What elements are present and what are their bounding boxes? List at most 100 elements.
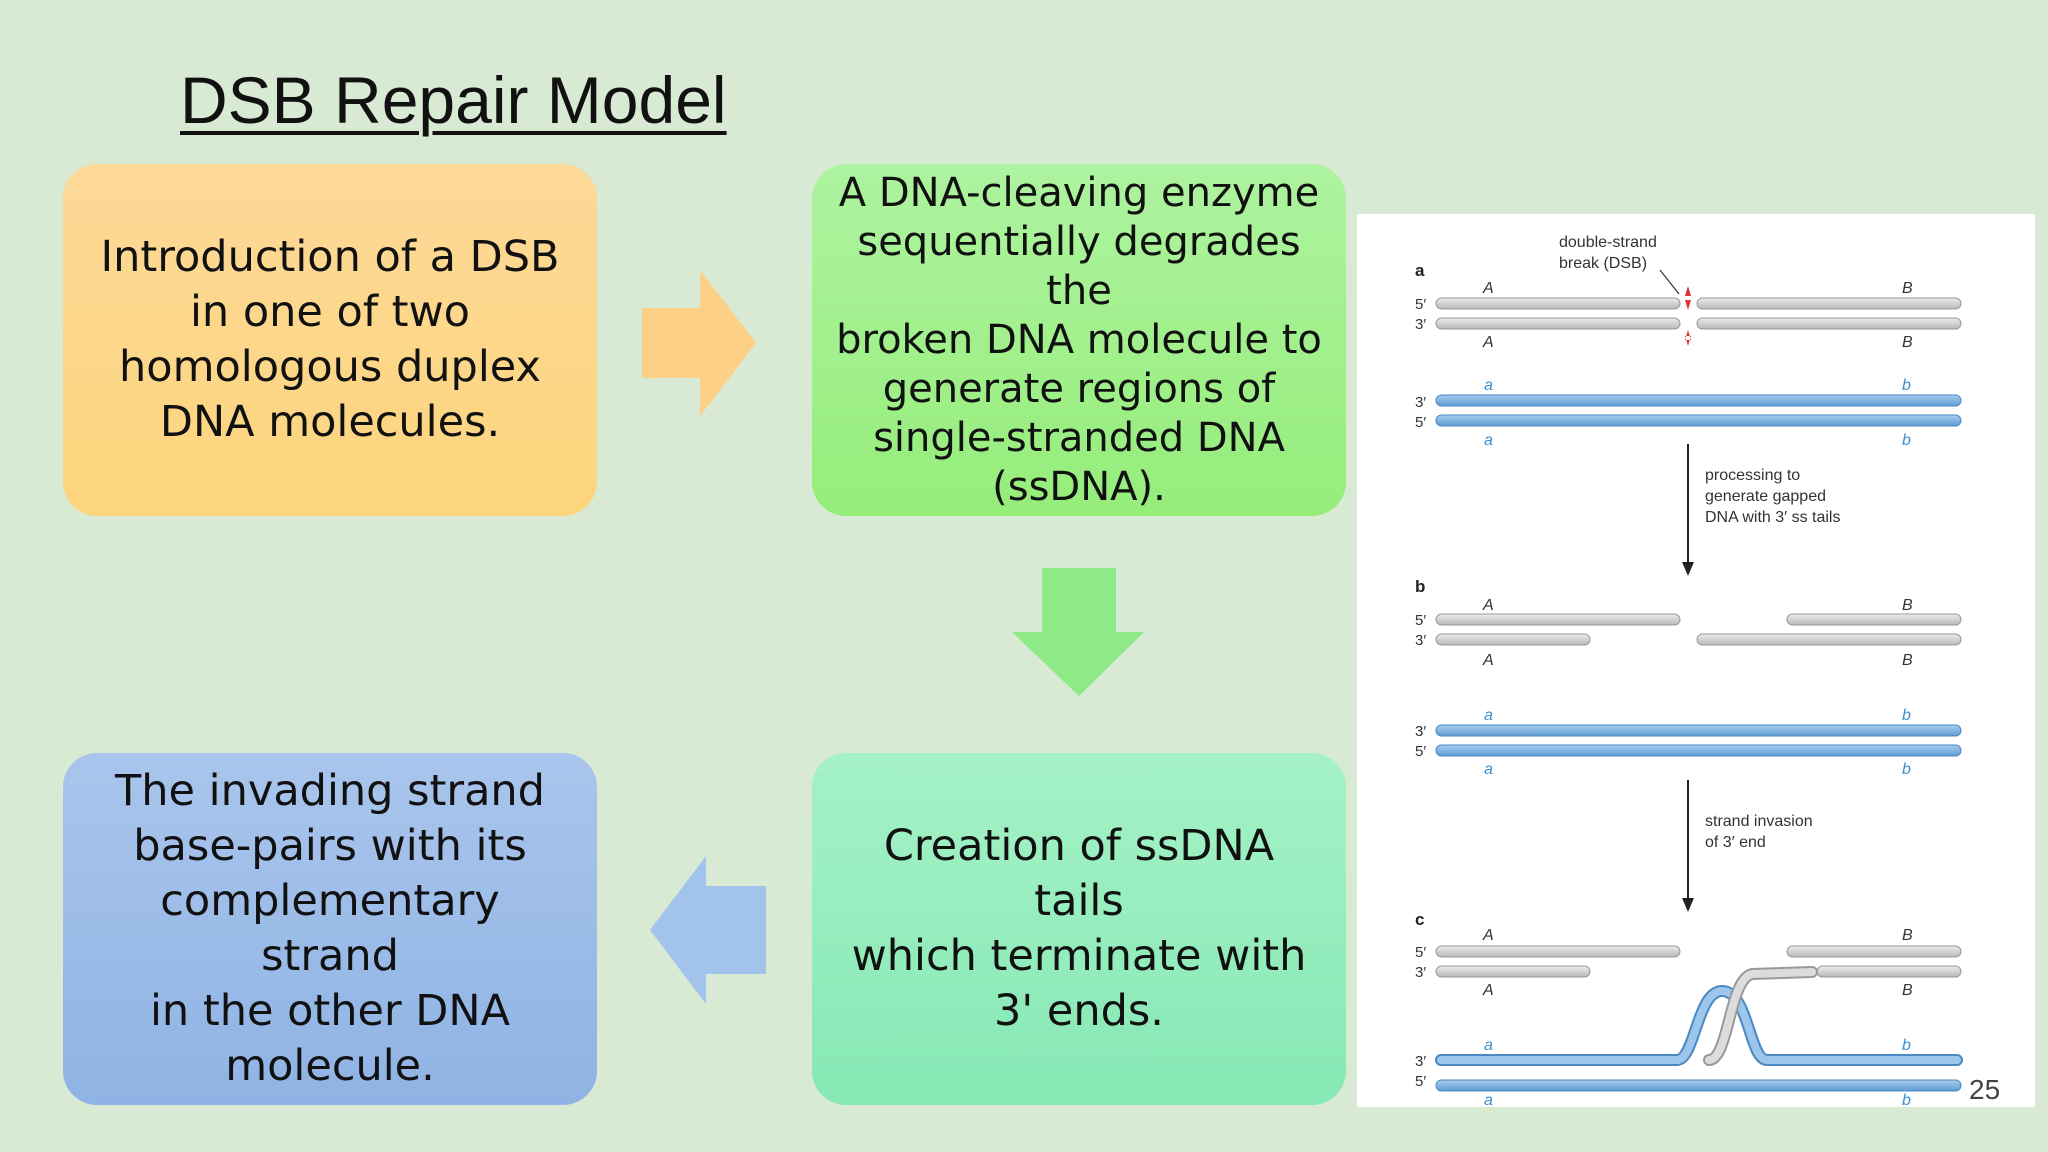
gray-strand [1786, 945, 1962, 958]
allele-a-label: a [1484, 761, 1493, 778]
strand-highlight [1437, 986, 1961, 1064]
three-prime-label: 3′ [1415, 964, 1426, 981]
allele-A-label: A [1482, 334, 1494, 351]
step-line: A DNA-cleaving enzyme [838, 169, 1320, 216]
three-prime-label: 3′ [1415, 723, 1426, 740]
step-line: complementary strand [160, 876, 500, 981]
allele-b-label: b [1902, 707, 1911, 724]
gray-strand [1435, 633, 1591, 646]
strand-highlight [1705, 968, 1816, 1064]
gray-strand [1435, 965, 1591, 978]
five-prime-label: 5′ [1415, 414, 1426, 431]
gray-strand [1435, 297, 1681, 310]
step-line: generate regions of [882, 365, 1276, 412]
allele-B-label: B [1902, 982, 1913, 999]
allele-b-label: b [1902, 761, 1911, 778]
gray-strand [1435, 945, 1681, 958]
gray-strand [1816, 965, 1962, 978]
process-label: strand invasion [1705, 813, 1813, 830]
gray-strand [1696, 633, 1962, 646]
allele-A-label: A [1482, 982, 1494, 999]
break-marker-icon [1685, 286, 1691, 310]
process-label: generate gapped [1705, 488, 1826, 505]
slide-title: DSB Repair Model [180, 63, 727, 137]
allele-a-label: a [1484, 1092, 1493, 1107]
allele-b-label: b [1902, 377, 1911, 394]
step-line: (ssDNA). [992, 463, 1166, 510]
three-prime-label: 3′ [1415, 316, 1426, 333]
three-prime-label: 3′ [1415, 632, 1426, 649]
process-label: DNA with 3′ ss tails [1705, 509, 1840, 526]
five-prime-label: 5′ [1415, 743, 1426, 760]
blue-strand [1435, 724, 1962, 737]
arrow-left-icon [650, 856, 766, 1004]
dsb-label: break (DSB) [1559, 255, 1647, 272]
five-prime-label: 5′ [1415, 296, 1426, 313]
step-line: sequentially degrades the [857, 218, 1301, 314]
step-line: The invading strand [115, 766, 545, 816]
allele-A-label: A [1482, 280, 1494, 297]
step-line: broken DNA molecule to [836, 316, 1322, 363]
step-text: Introduction of a DSB in one of two homo… [100, 230, 559, 450]
gray-strand [1435, 317, 1681, 330]
gray-strand [1696, 317, 1962, 330]
step-text: A DNA-cleaving enzyme sequentially degra… [836, 169, 1322, 512]
step-line: which terminate with [851, 931, 1307, 981]
allele-A-label: A [1482, 597, 1494, 614]
process-label: processing to [1705, 467, 1800, 484]
step-line: molecule. [225, 1041, 435, 1091]
allele-b-label: b [1902, 1037, 1911, 1054]
panel-b-label: b [1415, 577, 1425, 596]
allele-B-label: B [1902, 597, 1913, 614]
step-line: in one of two [189, 287, 470, 337]
step-line: Creation of ssDNA tails [883, 821, 1275, 926]
step-box-ssdna-tails: Creation of ssDNA tails which terminate … [812, 753, 1346, 1105]
allele-B-label: B [1902, 280, 1913, 297]
gray-strand [1786, 613, 1962, 626]
step-line: in the other DNA [149, 986, 511, 1036]
step-box-degradation: A DNA-cleaving enzyme sequentially degra… [812, 164, 1346, 516]
allele-b-label: b [1902, 432, 1911, 449]
allele-a-label: a [1484, 377, 1493, 394]
break-marker-icon [1685, 330, 1691, 346]
panel-c-label: c [1415, 910, 1424, 929]
step-text: The invading strand base-pairs with its … [87, 764, 573, 1094]
five-prime-label: 5′ [1415, 944, 1426, 961]
three-prime-label: 3′ [1415, 1053, 1426, 1070]
step-line: base-pairs with its [133, 821, 527, 871]
step-line: homologous duplex [119, 342, 541, 392]
step-text: Creation of ssDNA tails which terminate … [836, 819, 1322, 1039]
five-prime-label: 5′ [1415, 612, 1426, 629]
three-prime-label: 3′ [1415, 394, 1426, 411]
step-line: DNA molecules. [159, 397, 501, 447]
allele-a-label: a [1484, 432, 1493, 449]
blue-strand [1435, 744, 1962, 757]
allele-A-label: A [1482, 927, 1494, 944]
process-label: of 3′ end [1705, 834, 1766, 851]
gray-strand [1435, 613, 1681, 626]
arrow-head-icon [1682, 898, 1694, 912]
dsb-label: double-strand [1559, 234, 1657, 251]
arrow-head-icon [1682, 562, 1694, 576]
allele-A-label: A [1482, 652, 1494, 669]
arrow-right-icon [642, 270, 756, 416]
step-box-invasion: The invading strand base-pairs with its … [63, 753, 597, 1105]
step-line: single-stranded DNA [873, 414, 1285, 461]
allele-a-label: a [1484, 707, 1493, 724]
blue-strand [1435, 394, 1962, 407]
allele-b-label: b [1902, 1092, 1911, 1107]
blue-strand [1435, 1079, 1962, 1092]
gray-strand [1696, 297, 1962, 310]
dsb-repair-figure: a double-strand break (DSB) A B 5′ 3′ A … [1357, 214, 2035, 1109]
page-number: 25 [1969, 1074, 2001, 1105]
step-line: Introduction of a DSB [100, 232, 560, 282]
panel-a-label: a [1415, 261, 1425, 280]
allele-B-label: B [1902, 927, 1913, 944]
dna-diagram: a double-strand break (DSB) A B 5′ 3′ A … [1415, 234, 1963, 1109]
dsb-pointer [1659, 269, 1680, 295]
step-line: 3' ends. [994, 986, 1164, 1036]
blue-strand [1435, 414, 1962, 427]
allele-a-label: a [1484, 1037, 1493, 1054]
step-box-introduction: Introduction of a DSB in one of two homo… [63, 164, 597, 516]
allele-B-label: B [1902, 334, 1913, 351]
